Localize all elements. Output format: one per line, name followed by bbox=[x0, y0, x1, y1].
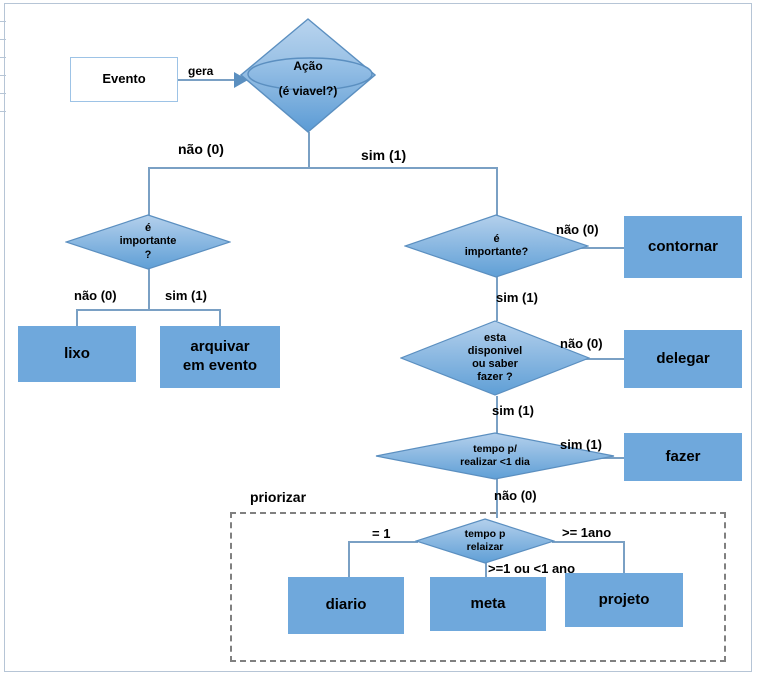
ruler-ticks bbox=[0, 3, 6, 672]
edge-label-disponivel-nao: não (0) bbox=[560, 336, 603, 351]
node-meta[interactable]: meta bbox=[430, 577, 546, 631]
edge-label-tr-mid: >=1 ou <1 ano bbox=[488, 561, 576, 576]
edge-label-tempodia-nao: não (0) bbox=[494, 488, 537, 503]
edge-acao-stem bbox=[308, 132, 310, 168]
arrowhead-acao bbox=[234, 72, 248, 93]
priorizar-group bbox=[230, 512, 726, 662]
node-arquivar-label-2: em evento bbox=[182, 357, 258, 374]
node-lixo[interactable]: lixo bbox=[18, 326, 136, 382]
edge-impleft-split bbox=[76, 309, 221, 311]
edge-impright-contornar bbox=[552, 247, 624, 249]
edge-label-impleft-nao: não (0) bbox=[74, 288, 117, 303]
node-disponivel[interactable]: esta disponivel ou saber fazer ? bbox=[400, 320, 590, 396]
edge-tr-diario-h bbox=[348, 541, 418, 543]
node-diario[interactable]: diario bbox=[288, 577, 404, 634]
node-projeto-label: projeto bbox=[598, 590, 650, 608]
node-fazer[interactable]: fazer bbox=[624, 433, 742, 481]
edge-tempodia-down bbox=[496, 479, 498, 518]
node-arquivar-label-1: arquivar bbox=[190, 338, 250, 356]
node-delegar[interactable]: delegar bbox=[624, 330, 742, 388]
node-acao[interactable]: Ação (é viavel?) bbox=[240, 18, 376, 133]
edge-label-tr-eq1: = 1 bbox=[372, 526, 391, 541]
edge-label-impright-sim: sim (1) bbox=[496, 290, 538, 305]
edge-tr-meta bbox=[485, 563, 487, 578]
node-contornar-label: contornar bbox=[647, 237, 718, 255]
edge-impleft-arquivar bbox=[219, 309, 221, 327]
edge-impleft-lixo bbox=[76, 309, 78, 327]
edge-label-acao-nao: não (0) bbox=[178, 141, 224, 157]
edge-impleft-stem bbox=[148, 267, 150, 310]
edge-label-tr-ge1ano: >= 1ano bbox=[562, 525, 612, 540]
node-evento-label: Evento bbox=[102, 71, 146, 87]
edge-label-disponivel-sim: sim (1) bbox=[492, 403, 534, 418]
edge-acao-split bbox=[148, 167, 498, 169]
node-delegar-label: delegar bbox=[656, 349, 710, 367]
node-fazer-label: fazer bbox=[665, 447, 701, 465]
node-evento[interactable]: Evento bbox=[70, 57, 178, 102]
edge-label-acao-sim: sim (1) bbox=[361, 147, 407, 163]
edge-impright-down bbox=[496, 277, 498, 321]
priorizar-group-label: priorizar bbox=[250, 489, 307, 505]
edge-tr-diario-v bbox=[348, 541, 350, 578]
edge-label-impleft-sim: sim (1) bbox=[165, 288, 207, 303]
edge-label-tempodia-sim: sim (1) bbox=[560, 437, 602, 452]
edge-acao-left-down bbox=[148, 167, 150, 215]
node-contornar[interactable]: contornar bbox=[624, 216, 742, 278]
node-diario-label: diario bbox=[325, 596, 367, 614]
node-importante-left[interactable]: é importante ? bbox=[65, 214, 231, 270]
edge-acao-right-down bbox=[496, 167, 498, 215]
edge-label-gera: gera bbox=[188, 64, 214, 78]
edge-disponivel-down bbox=[496, 396, 498, 433]
node-projeto[interactable]: projeto bbox=[565, 573, 683, 627]
node-meta-label: meta bbox=[470, 594, 506, 612]
edge-label-impright-nao: não (0) bbox=[556, 222, 599, 237]
edge-evento-acao bbox=[178, 79, 238, 81]
node-lixo-label: lixo bbox=[64, 344, 90, 362]
node-tempo-relaizar[interactable]: tempo p relaizar bbox=[415, 518, 555, 564]
node-arquivar[interactable]: arquivar em evento bbox=[160, 326, 280, 388]
edge-tr-projeto-v bbox=[623, 541, 625, 574]
edge-tr-projeto-h bbox=[552, 541, 625, 543]
